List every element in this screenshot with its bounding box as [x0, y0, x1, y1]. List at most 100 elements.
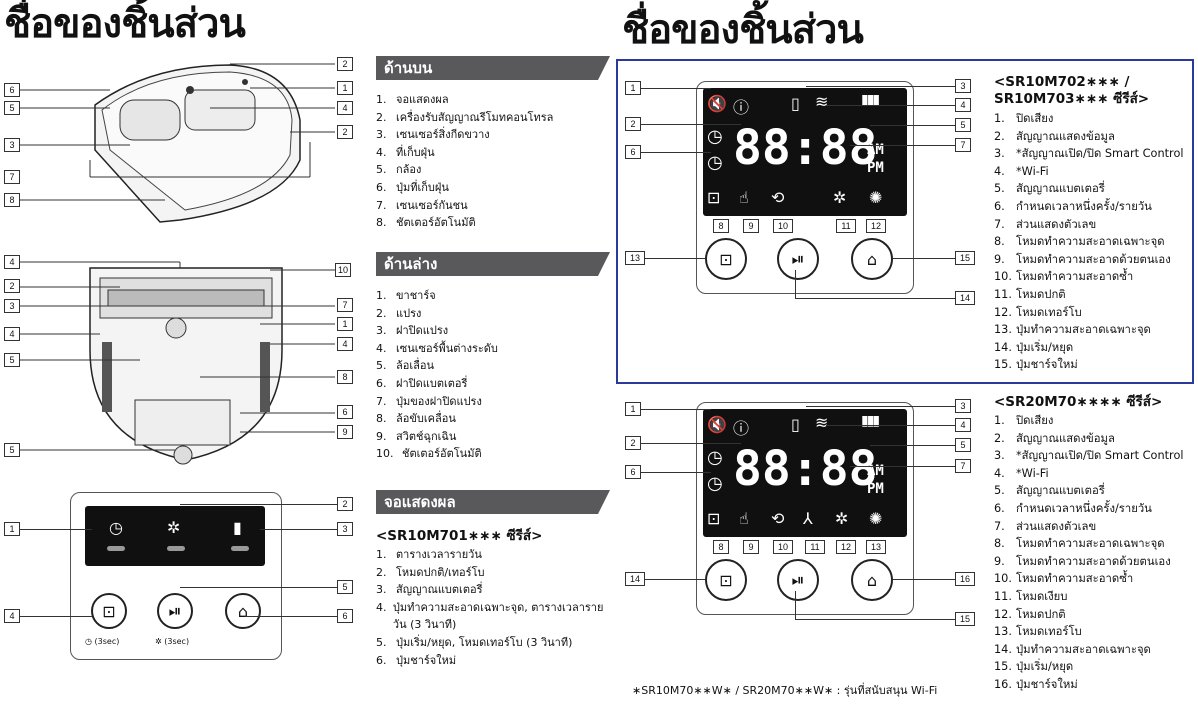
top-parts-list: 1.จอแสดงผล 2.เครื่องรับสัญญาณรีโมทคอนโทร… [376, 93, 554, 230]
bottom-callout: 10 [335, 263, 351, 277]
quiet-mode-icon: ⅄ [803, 509, 813, 528]
display-callout: 6 [337, 609, 353, 623]
upper-callout: 4 [955, 98, 971, 112]
upper-callout: 11 [836, 219, 856, 233]
lower-callout: 6 [625, 465, 641, 479]
top-callout: 2 [337, 57, 353, 71]
lower-callout: 15 [955, 612, 975, 626]
upper-callout: 8 [713, 219, 729, 233]
lower-callout: 9 [743, 540, 759, 554]
display-callout: 2 [337, 497, 353, 511]
normal-mode-icon: ✲ [833, 188, 847, 207]
recharge-button[interactable]: ⌂ [851, 559, 893, 601]
mute-icon: 🔇 [707, 94, 727, 113]
smart-control-icon: ▯ [791, 415, 800, 434]
section-bottom-heading: ด้านล่าง [376, 252, 610, 276]
lower-callout: 12 [836, 540, 856, 554]
lower-callout: 2 [625, 436, 641, 450]
schedule-icon: ◷ [109, 518, 123, 537]
digit-readout: 88:88 [733, 441, 878, 497]
bottom-callout: 7 [337, 298, 353, 312]
display-callout: 4 [4, 609, 20, 623]
lower-callout: 5 [955, 438, 971, 452]
status-display: ◷ ✲ ▮ [85, 506, 265, 566]
schedule-once-icon: ◷ [707, 447, 723, 468]
bottom-callout: 6 [337, 405, 353, 419]
robot-top-view-drawing [20, 63, 335, 223]
bottom-callout: 3 [4, 299, 20, 313]
section-display-heading: จอแสดงผล [376, 490, 610, 514]
top-callout: 1 [337, 81, 353, 95]
bottom-callout: 5 [4, 443, 20, 457]
schedule-daily-icon: ◷ [707, 152, 723, 173]
model-sr10m702: <SR10M702∗∗∗ /SR10M703∗∗∗ ซีรีส์> [994, 74, 1150, 107]
fan-mode-icon: ✲ [167, 518, 181, 537]
recharge-button[interactable]: ⌂ [225, 593, 261, 629]
bottom-callout: 9 [337, 425, 353, 439]
upper-callout: 12 [866, 219, 886, 233]
start-stop-button[interactable]: ⏯ [157, 593, 193, 629]
spot-clean-button[interactable]: ⊡ [705, 559, 747, 601]
top-callout: 6 [4, 83, 20, 97]
display-parts-list: 1.ตารางเวลารายวัน 2.โหมดปกติ/เทอร์โบ 3.ส… [376, 548, 604, 667]
top-callout: 5 [4, 101, 20, 115]
control-panel-sr10m702: 🔇 ⓘ ▯ ≋ ▮▮▮ ◷ ◷ 88:88 AM PM ⊡ ☝ ⟲ ✲ ✺ ⊡ … [696, 81, 914, 294]
start-stop-button[interactable]: ⏯ [777, 559, 819, 601]
model-sr20m70: <SR20M70∗∗∗∗ ซีรีส์> [994, 394, 1163, 410]
schedule-daily-icon: ◷ [707, 473, 723, 494]
bottom-callout: 8 [337, 370, 353, 384]
sr20m70-parts-list: 1.ปิดเสียง 2.สัญญาณแสดงข้อมูล 3.*สัญญาณเ… [994, 414, 1184, 691]
lcd-display: 🔇 ⓘ ▯ ≋ ▮▮▮ ◷ ◷ 88:88 AM PM ⊡ ☝ ⟲ ⅄ ✲ ✺ [703, 409, 907, 537]
top-callout: 7 [4, 170, 20, 184]
lower-callout: 13 [866, 540, 886, 554]
upper-callout: 7 [955, 138, 971, 152]
display-callout: 1 [4, 522, 20, 536]
normal-mode-icon: ✲ [835, 509, 849, 528]
lower-callout: 4 [955, 418, 971, 432]
sr10m702-parts-list: 1.ปิดเสียง 2.สัญญาณแสดงข้อมูล 3.*สัญญาณเ… [994, 112, 1184, 372]
upper-callout: 1 [625, 81, 641, 95]
am-indicator: AM [867, 142, 884, 158]
recharge-button[interactable]: ⌂ [851, 238, 893, 280]
lower-callout: 11 [805, 540, 825, 554]
spot-clean-button[interactable]: ⊡ [91, 593, 127, 629]
bottom-callout: 5 [4, 353, 20, 367]
robot-bottom-view-drawing [20, 261, 335, 465]
upper-callout: 13 [625, 251, 645, 265]
lcd-display: 🔇 ⓘ ▯ ≋ ▮▮▮ ◷ ◷ 88:88 AM PM ⊡ ☝ ⟲ ✲ ✺ [703, 88, 907, 216]
upper-callout: 14 [955, 291, 975, 305]
start-stop-button[interactable]: ⏯ [777, 238, 819, 280]
pm-indicator: PM [867, 481, 884, 497]
upper-callout: 15 [955, 251, 975, 265]
wifi-icon: ≋ [815, 413, 829, 432]
section-top-heading: ด้านบน [376, 56, 610, 80]
upper-callout: 10 [773, 219, 793, 233]
turbo-mode-icon: ✺ [869, 509, 883, 528]
top-callout: 4 [337, 101, 353, 115]
upper-callout: 9 [743, 219, 759, 233]
sr10m702-section [616, 59, 1194, 384]
bottom-callout: 4 [4, 255, 20, 269]
display-callout: 5 [337, 580, 353, 594]
mute-icon: 🔇 [707, 415, 727, 434]
lower-callout: 14 [625, 572, 645, 586]
spot-mode-icon: ⊡ [707, 188, 721, 207]
start-stop-hold-label: ✲ (3sec) [155, 637, 190, 646]
bottom-callout: 2 [4, 279, 20, 293]
top-callout: 2 [337, 125, 353, 139]
info-icon: ⓘ [733, 419, 750, 438]
info-icon: ⓘ [733, 98, 750, 117]
pm-indicator: PM [867, 160, 884, 176]
digit-readout: 88:88 [733, 120, 878, 176]
top-callout: 8 [4, 193, 20, 207]
lower-callout: 1 [625, 402, 641, 416]
upper-callout: 3 [955, 79, 971, 93]
bottom-callout: 1 [337, 317, 353, 331]
wifi-icon: ≋ [815, 92, 829, 111]
lower-callout: 10 [773, 540, 793, 554]
lower-callout: 3 [955, 399, 971, 413]
spot-clean-button[interactable]: ⊡ [705, 238, 747, 280]
control-panel-sr10m701: ◷ ✲ ▮ ⊡ ⏯ ⌂ ◷ (3sec) ✲ (3sec) [70, 492, 282, 660]
left-page-title: ชื่อของชิ้นส่วน [4, 1, 246, 47]
display-callout: 3 [337, 522, 353, 536]
